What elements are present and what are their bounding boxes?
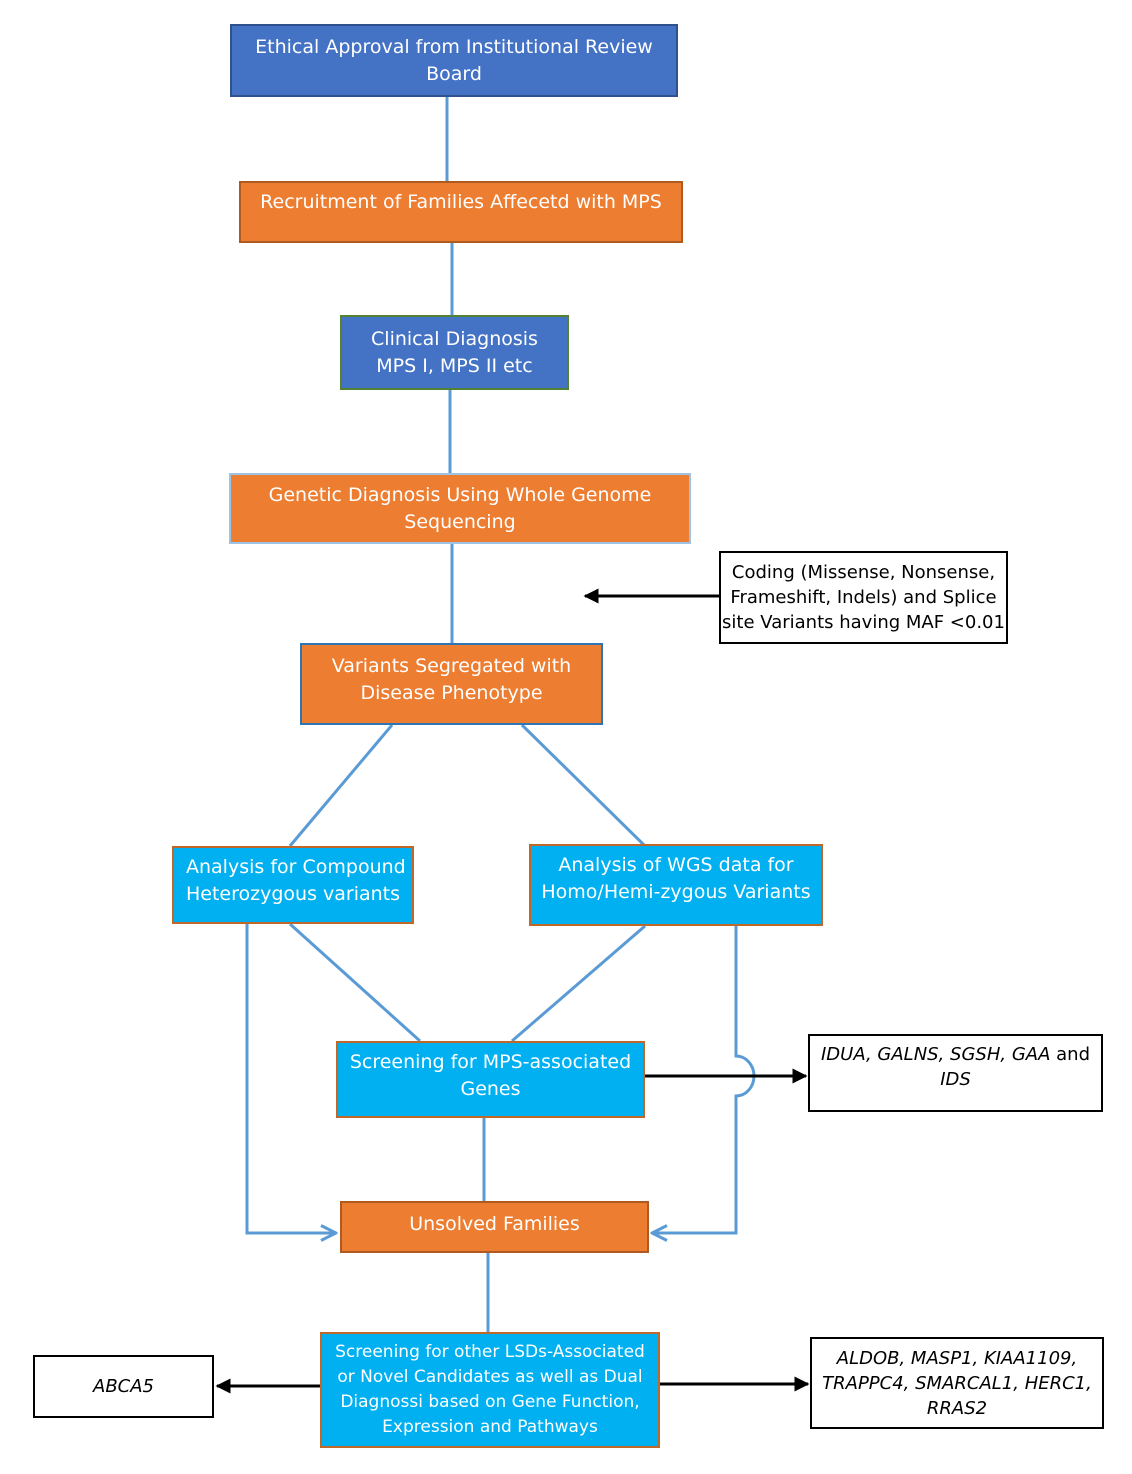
homo-hemizygous-line-2: Homo/Hemi-zygous Variants [541,881,811,903]
connector-variants-homo [520,723,647,848]
connector-compound-screening [288,922,422,1043]
variant-filter-note: Coding (Missense, Nonsense, Frameshift, … [719,551,1008,644]
variants-segregated-box: Variants Segregated with Disease Phenoty… [300,643,603,725]
clinical-diagnosis-line-1: Clinical Diagnosis [371,327,538,350]
abca5-label: ABCA5 [93,1376,154,1397]
compound-heterozygous-box: Analysis for Compound Heterozygous varia… [172,846,414,924]
variants-segregated-line-2: Disease Phenotype [360,682,543,704]
homo-hemizygous-box: Analysis of WGS data for Homo/Hemi-zygou… [529,844,823,926]
unsolved-families-box: Unsolved Families [340,1201,649,1253]
variant-filter-line-3: site Variants having MAF <0.01 [722,612,1005,633]
genetic-diagnosis-line-2: Sequencing [404,510,516,533]
compound-heterozygous-line-2: Heterozygous variants [186,883,401,905]
mps-genes-line-2: IDS [940,1069,971,1090]
ethical-approval-line-1: Ethical Approval from Institutional Revi… [255,35,653,58]
recruitment-line-1: Recruitment of Families Affecetd with MP… [260,191,662,213]
lsd-genes-line-1: ALDOB, MASP1, KIAA1109, [836,1347,1078,1369]
lsd-genes-line-2: TRAPPC4, SMARCAL1, HERC1, [822,1372,1092,1394]
compound-heterozygous-line-1: Analysis for Compound [186,856,406,878]
ethical-approval-line-2: Board [426,62,482,85]
unsolved-families-line-1: Unsolved Families [409,1213,580,1235]
variant-filter-line-2: Frameshift, Indels) and Splice [730,587,997,608]
connector-homo-unsolved [652,926,756,1233]
genetic-diagnosis-box: Genetic Diagnosis Using Whole Genome Seq… [229,473,691,544]
screening-mps-genes-line-1: Screening for MPS-associated [349,1051,632,1073]
lsd-genes-note: ALDOB, MASP1, KIAA1109, TRAPPC4, SMARCAL… [810,1337,1104,1429]
screening-lsd-line-3: Diagnossi based on Gene Function, [340,1392,640,1412]
connector-compound-unsolved [245,924,336,1233]
screening-lsd-box: Screening for other LSDs-Associated or N… [320,1332,660,1448]
mps-genes-note: IDUA, GALNS, SGSH, GAA and IDS [808,1034,1103,1112]
connector-homo-screening [511,924,646,1043]
screening-lsd-line-4: Expression and Pathways [382,1417,598,1437]
abca5-note: ABCA5 [33,1355,214,1418]
clinical-diagnosis-line-2: MPS I, MPS II etc [376,354,533,377]
ethical-approval-box: Ethical Approval from Institutional Revi… [230,24,678,97]
screening-lsd-line-2: or Novel Candidates as well as Dual [337,1367,643,1387]
variants-segregated-line-1: Variants Segregated with [331,655,572,677]
mps-genes-line-1: IDUA, GALNS, SGSH, GAA and [821,1042,1090,1067]
mps-genes-and: and [1050,1044,1090,1065]
screening-mps-genes-line-2: Genes [460,1078,521,1100]
screening-lsd-line-1: Screening for other LSDs-Associated [335,1342,645,1362]
clinical-diagnosis-box: Clinical Diagnosis MPS I, MPS II etc [340,315,569,390]
variant-filter-line-1: Coding (Missense, Nonsense, [731,562,996,583]
genetic-diagnosis-line-1: Genetic Diagnosis Using Whole Genome [268,483,652,506]
lsd-genes-line-3: RRAS2 [926,1397,988,1419]
recruitment-box: Recruitment of Families Affecetd with MP… [239,181,683,243]
homo-hemizygous-line-1: Analysis of WGS data for [558,854,794,876]
mps-genes-list: IDUA, GALNS, SGSH, GAA [820,1044,1051,1065]
connector-variants-compound [288,724,394,847]
screening-mps-genes-box: Screening for MPS-associated Genes [336,1041,645,1118]
